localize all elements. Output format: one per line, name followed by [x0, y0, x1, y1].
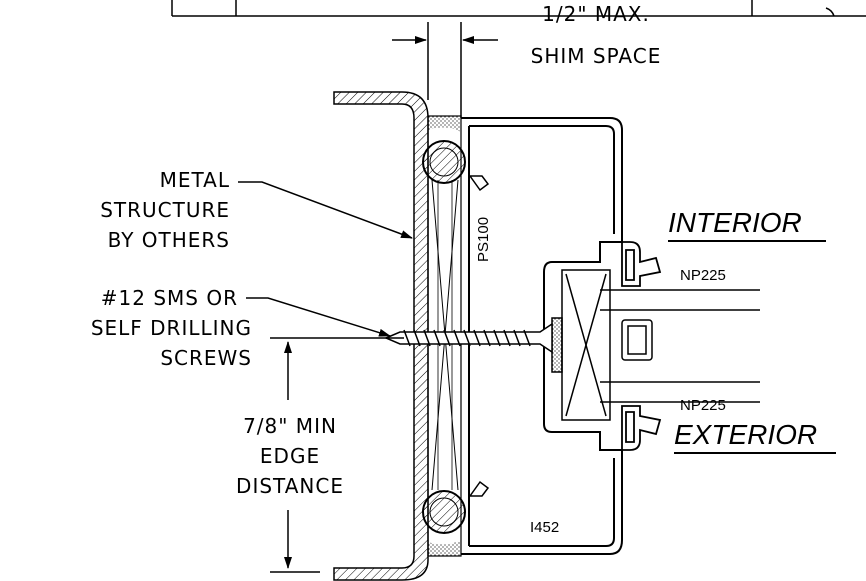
glazing-pocket: [551, 269, 611, 421]
part-label-np225-bottom: NP225: [680, 397, 726, 414]
shim-label-line2: SHIM SPACE: [530, 44, 662, 68]
metal-label-line3: BY OTHERS: [107, 228, 230, 252]
fastener-screw: [384, 322, 553, 354]
edge-label-line2: EDGE: [259, 444, 321, 468]
exterior-label: EXTERIOR: [674, 419, 818, 450]
shim-label-line1: 1/2" MAX.: [542, 2, 650, 26]
glass-unit: [600, 289, 760, 403]
part-label-ps100: PS100: [475, 216, 492, 262]
edge-label-line1: 7/8" MIN: [243, 414, 337, 438]
metal-label-line2: STRUCTURE: [100, 198, 230, 222]
shim-dimension: [392, 22, 498, 118]
backer-rod-top: [422, 140, 466, 184]
edge-distance-dimension: [270, 337, 404, 573]
screw-label-line1: #12 SMS OR: [100, 286, 238, 310]
screw-label-line3: SCREWS: [160, 346, 252, 370]
leader-lines: [238, 181, 413, 337]
interior-label: INTERIOR: [668, 207, 802, 238]
backer-rod-bottom: [422, 490, 466, 534]
part-label-i452: I452: [530, 519, 560, 536]
title-block-edge: [171, 0, 866, 17]
metal-structure: [333, 91, 429, 581]
edge-label-line3: DISTANCE: [236, 474, 344, 498]
part-label-np225-top: NP225: [680, 267, 726, 284]
screw-label-line2: SELF DRILLING: [90, 316, 252, 340]
gasket-bottom: [621, 405, 662, 451]
metal-label-line1: METAL: [159, 168, 230, 192]
gasket-top: [621, 241, 662, 287]
